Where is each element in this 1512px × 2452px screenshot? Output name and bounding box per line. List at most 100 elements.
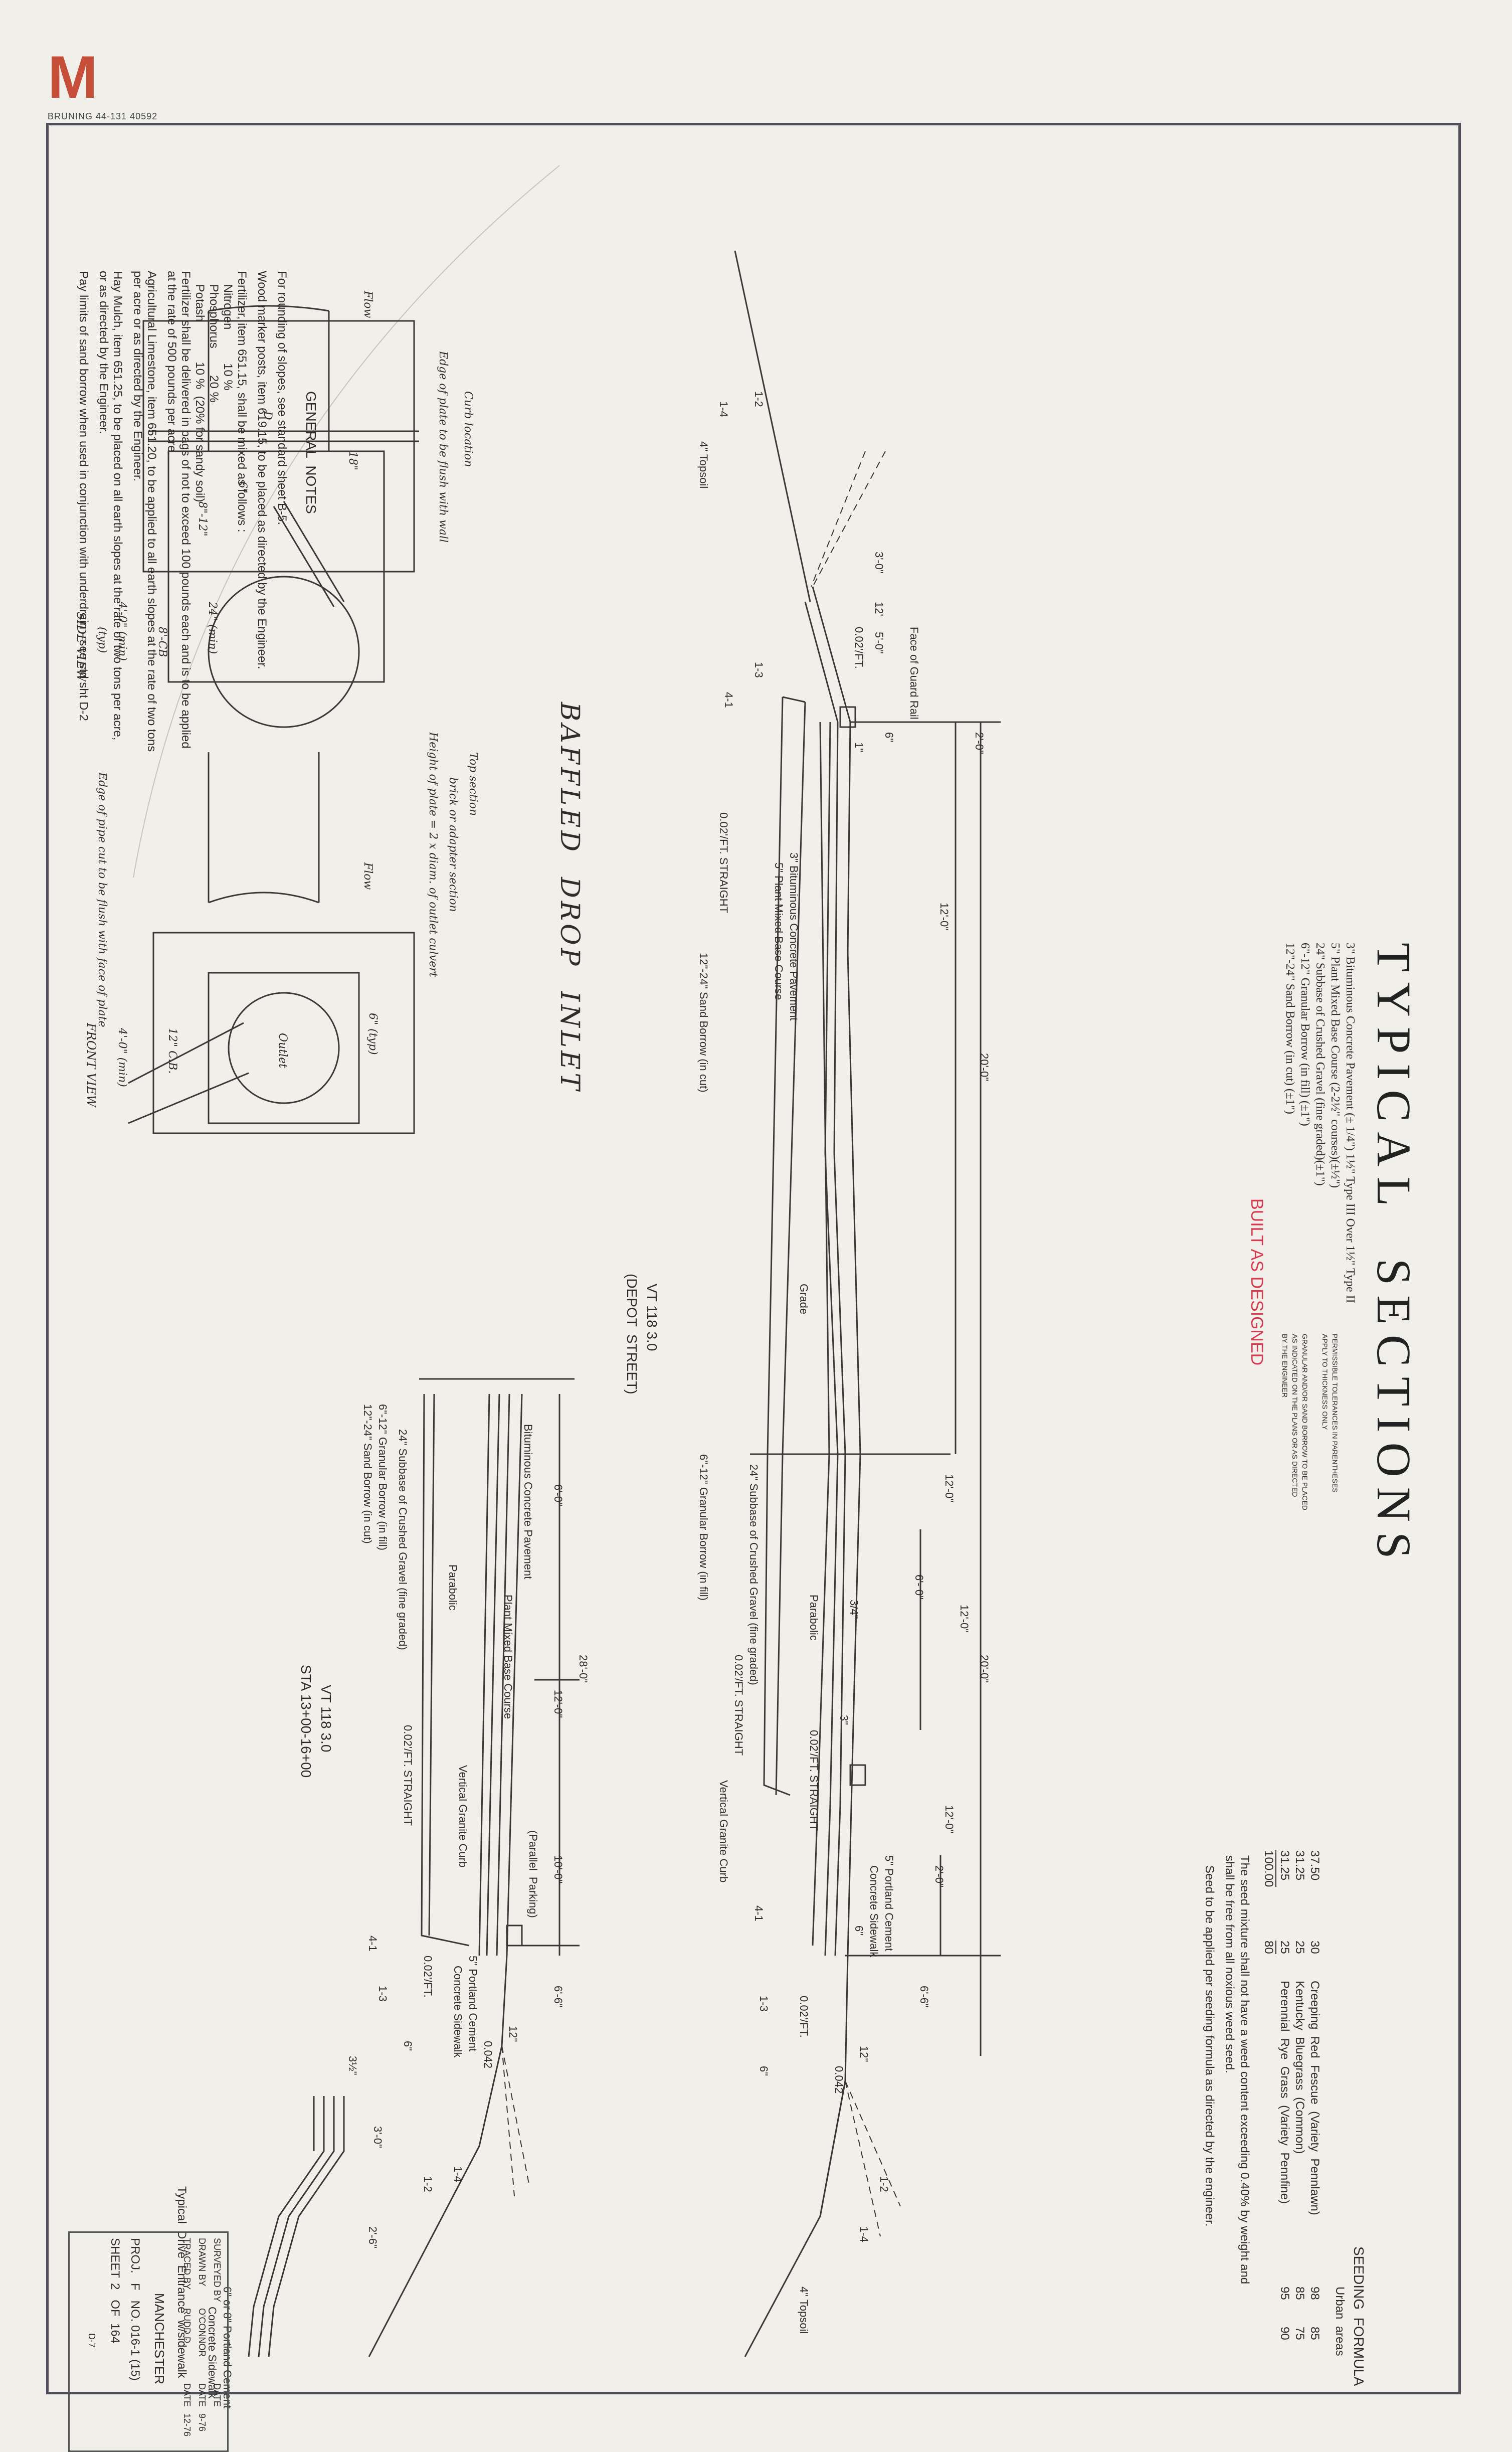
inlet-side-dim: 4'-0" (min) bbox=[116, 602, 128, 661]
inlet-plate-height: Height of plate = 2 x diam. of outlet cu… bbox=[427, 732, 439, 977]
s2-sidewalk-2: Concrete Sidewalk bbox=[452, 1966, 464, 2058]
seed-row-2-c: 75 bbox=[1293, 2327, 1306, 2340]
s1-slope-left bbox=[734, 250, 811, 602]
s1-dim-2ft-b: 2'-0" bbox=[933, 1865, 946, 1887]
s1-dim-3ft: 3'-0" bbox=[873, 552, 885, 574]
s1-dim-2ft: 2'-0" bbox=[973, 732, 986, 754]
seed-row-3-pct: 31.25 bbox=[1278, 1850, 1291, 1881]
drawing-border bbox=[46, 123, 1461, 2394]
inlet-brick: brick or adapter section bbox=[447, 777, 459, 912]
drawing-title: TYPICAL SECTIONS bbox=[1367, 943, 1421, 1569]
s1-plant-mixed: 5" Plant Mixed Base Course bbox=[773, 862, 785, 1000]
s2-parabolic: Parabolic bbox=[447, 1564, 459, 1611]
tolerance-note-2: APPLY TO THICKNESS ONLY bbox=[1321, 1334, 1329, 1430]
s1-dim-6in-c: 6" bbox=[758, 2066, 770, 2076]
s1-slope-0.02: 0.02'/FT. bbox=[853, 627, 865, 669]
s2-station: STA 13+00-16+00 bbox=[298, 1665, 314, 1778]
s1-route: VT 118 3.0 bbox=[644, 1284, 660, 1351]
seeding-note-2: shall be free from all noxious weed seed… bbox=[1223, 1855, 1236, 2073]
s1-sidewalk-2: Concrete Sidewalk bbox=[868, 1865, 880, 1958]
s1-topsoil-left: 4" Topsoil bbox=[697, 441, 710, 489]
seed-total-a: 80 bbox=[1261, 1941, 1276, 1954]
tb-drawn-date-label: DATE bbox=[197, 2383, 207, 2407]
inlet-dim-18: 18" bbox=[346, 451, 359, 471]
legend-line-4: 6"-12" Granular Borrow (in fill) (±1") bbox=[1298, 943, 1311, 1126]
s1-slope-1-2-right: 1-2 bbox=[878, 2176, 890, 2192]
s2-slope-1-3: 1-3 bbox=[376, 1986, 389, 2002]
seed-row-3-a: 25 bbox=[1278, 1941, 1291, 1954]
seeding-note-1: The seed mixture shall not have a weed c… bbox=[1238, 1855, 1251, 2285]
inlet-plate-edge: Edge of plate to be flush with wall bbox=[437, 351, 449, 543]
tolerance-note-3: GRANULAR AND/OR SAND BORROW TO BE PLACED bbox=[1301, 1334, 1309, 1510]
tb-sheet-label: SHEET bbox=[108, 2238, 122, 2279]
legend-line-3: 24" Subbase of Crushed Gravel (fine grad… bbox=[1313, 943, 1327, 1186]
inlet-typ: (typ) bbox=[96, 627, 108, 653]
tb-sheet: 2 OF 164 bbox=[108, 2283, 122, 2344]
s1-slope-1-3: 1-3 bbox=[752, 662, 765, 678]
general-note-11: Hay Mulch, item 651.25, to be placed on … bbox=[111, 271, 124, 741]
s2-sand: 12"-24" Sand Borrow (in cut) bbox=[361, 1404, 374, 1544]
s1-dim-12in-c: 12" bbox=[858, 2046, 870, 2062]
s1-parabolic: Parabolic bbox=[808, 1595, 820, 1641]
seed-row-3-b: 95 bbox=[1278, 2287, 1291, 2300]
s1-sidewalk-1: 5" Portland Cement bbox=[883, 1855, 895, 1952]
s1-slope-0.02-right: 0.02'/FT. bbox=[798, 1996, 810, 2038]
inlet-outlet: Outlet bbox=[276, 1033, 289, 1068]
s2-slope-4-1: 4-1 bbox=[366, 1936, 379, 1952]
s1-dim-20ft-a: 20'-0" bbox=[978, 1053, 991, 1082]
inlet-flow-1: Flow bbox=[361, 291, 374, 318]
s1-dim-12ft-a: 12'-0" bbox=[938, 903, 951, 931]
inlet-dim-8-12: 8"-12" bbox=[196, 501, 209, 537]
s2-dim-6in: 6" bbox=[402, 2041, 414, 2051]
s1-slope-4-1: 4-1 bbox=[722, 692, 735, 708]
s1-granular: 6"-12" Granular Borrow (in fill) bbox=[697, 1454, 710, 1601]
tb-proj: F NO. 016-1 (15) bbox=[128, 2283, 142, 2381]
s1-slope-1-3-right: 1-3 bbox=[758, 1996, 770, 2012]
tb-surveyed-label: SURVEYED BY bbox=[212, 2238, 222, 2302]
general-note-9: Agricultural Limestone, item 651.20, to … bbox=[145, 271, 158, 752]
inlet-d: D bbox=[261, 411, 274, 420]
seed-row-3-name: Perennial Rye Grass (Variety Pennfine) bbox=[1278, 1981, 1291, 2204]
seed-row-2-a: 25 bbox=[1293, 1941, 1306, 1954]
s2-dim-0.042: 0.042 bbox=[482, 2041, 494, 2069]
s2-route: VT 118 3.0 bbox=[318, 1685, 334, 1753]
s1-dim-6in-b: 6" bbox=[853, 1925, 865, 1936]
s1-dim-6in: 6" bbox=[883, 732, 895, 743]
tolerance-note-1: PERMISSIBLE TOLERANCES IN PARENTHESES bbox=[1331, 1334, 1339, 1493]
s1-granite-curb: Vertical Granite Curb bbox=[717, 1780, 730, 1883]
inlet-top-section: Top section bbox=[467, 752, 479, 816]
inlet-dim-24: 24" (min) bbox=[206, 602, 219, 654]
inlet-front-view: FRONT VIEW bbox=[84, 1023, 98, 1108]
s1-dim-3-4in: 3/4" bbox=[848, 1600, 860, 1619]
inlet-front-dim: 4'-0" (min) bbox=[116, 1028, 128, 1087]
inlet-pipe-edge: Edge of pipe cut to be flush with face o… bbox=[96, 772, 108, 1027]
inlet-curb: Curb location bbox=[462, 391, 474, 467]
s1-topsoil-right: 4" Topsoil bbox=[798, 2287, 810, 2334]
s1-dim-3in: 3" bbox=[838, 1715, 850, 1725]
tb-surveyed-date-label: DATE bbox=[212, 2383, 222, 2407]
s1-slope-4-1-right: 4-1 bbox=[752, 1905, 765, 1921]
s2-granular: 6"-12" Granular Borrow (in fill) bbox=[376, 1404, 389, 1550]
s1-slope-1-2: 1-2 bbox=[752, 391, 765, 407]
general-note-1: For rounding of slopes, see standard she… bbox=[275, 271, 289, 525]
general-note-8: at the rate of 500 pounds per acre. bbox=[165, 271, 178, 456]
drive-dim-3ft: 3'-0" bbox=[371, 2126, 384, 2148]
s2-plant-mixed: Plant Mixed Base Course bbox=[502, 1595, 514, 1719]
inlet-dim-12cb: 12" C.B. bbox=[166, 1028, 178, 1074]
seed-row-1-c: 85 bbox=[1308, 2327, 1321, 2340]
s1-slope-1-4-right: 1-4 bbox=[858, 2226, 870, 2242]
s2-slope-1-2: 1-2 bbox=[422, 2176, 434, 2192]
s1-bituminous: 3" Bituminous Concrete Pavement bbox=[788, 852, 800, 1021]
inlet-title: BAFFLED DROP INLET bbox=[554, 702, 585, 1093]
seed-row-1-b: 98 bbox=[1308, 2287, 1321, 2300]
paper-stamp: BRUNING 44-131 40592 bbox=[48, 111, 158, 121]
s2-dim-10ft: 10'-0" bbox=[552, 1855, 564, 1884]
general-note-5: Phosphorus 20 % bbox=[207, 271, 221, 403]
seed-row-2-b: 85 bbox=[1293, 2287, 1306, 2300]
s2-subbase: 24" Subbase of Crushed Gravel (fine grad… bbox=[397, 1429, 409, 1650]
s2-dim-12ft: 12'-0" bbox=[552, 1690, 564, 1718]
tb-town: MANCHESTER bbox=[152, 2293, 167, 2385]
sheet-mark: M bbox=[48, 44, 98, 111]
s1-guard-rail: Face of Guard Rail bbox=[908, 627, 920, 720]
